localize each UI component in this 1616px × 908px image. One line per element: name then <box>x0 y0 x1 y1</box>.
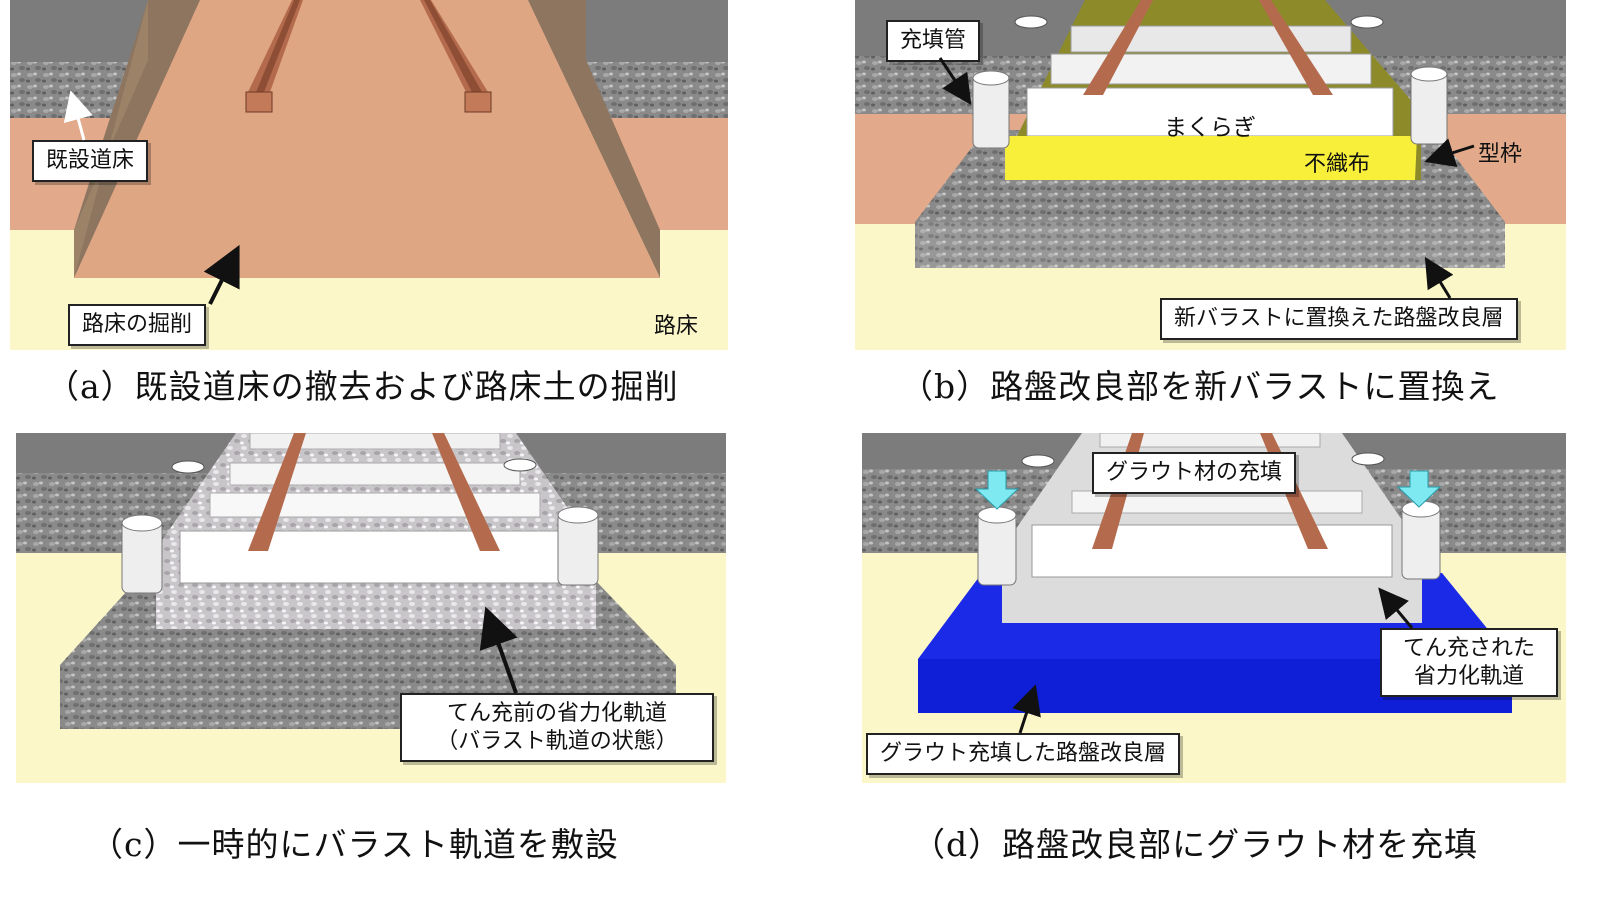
label-filled-line1: てん充された <box>1402 636 1535 661</box>
label-track-before-fill: てん充前の省力化軌道 （バラスト軌道の状態） <box>400 693 714 762</box>
caption-a: （a）既設道床の撤去および路床土の掘削 <box>46 367 679 406</box>
label-filled-track: てん充された 省力化軌道 <box>1380 628 1558 697</box>
grout-arrow-left-icon <box>974 470 1020 510</box>
caption-c: （c）一時的にバラスト軌道を敷設 <box>90 825 619 864</box>
caption-d: （d）路盤改良部にグラウト材を充填 <box>912 825 1479 864</box>
label-nonwoven: 不織布 <box>1304 152 1371 177</box>
panel-c-illustration <box>16 433 726 783</box>
label-fill-pipe: 充填管 <box>886 20 981 62</box>
label-grout-fill: グラウト材の充填 <box>1092 452 1297 494</box>
label-grout-layer: グラウト充填した路盤改良層 <box>866 733 1181 775</box>
label-subgrade: 路床 <box>654 314 699 339</box>
label-track-line1: てん充前の省力化軌道 <box>446 701 667 726</box>
grout-arrow-right-icon <box>1396 470 1442 508</box>
label-track-line2: （バラスト軌道の状態） <box>436 728 678 754</box>
caption-b: （b）路盤改良部を新バラストに置換え <box>900 367 1500 406</box>
label-existing-bed: 既設道床 <box>32 140 149 182</box>
label-sleeper: まくらぎ <box>1164 115 1256 141</box>
panel-c-diagram <box>16 433 726 783</box>
label-filled-line2: 省力化軌道 <box>1413 663 1524 689</box>
label-formwork: 型枠 <box>1478 142 1523 167</box>
label-excavation: 路床の掘削 <box>68 304 207 346</box>
panel-a-diagram <box>10 0 728 350</box>
label-new-ballast: 新バラストに置換えた路盤改良層 <box>1160 298 1518 340</box>
panel-a-illustration <box>10 0 728 350</box>
